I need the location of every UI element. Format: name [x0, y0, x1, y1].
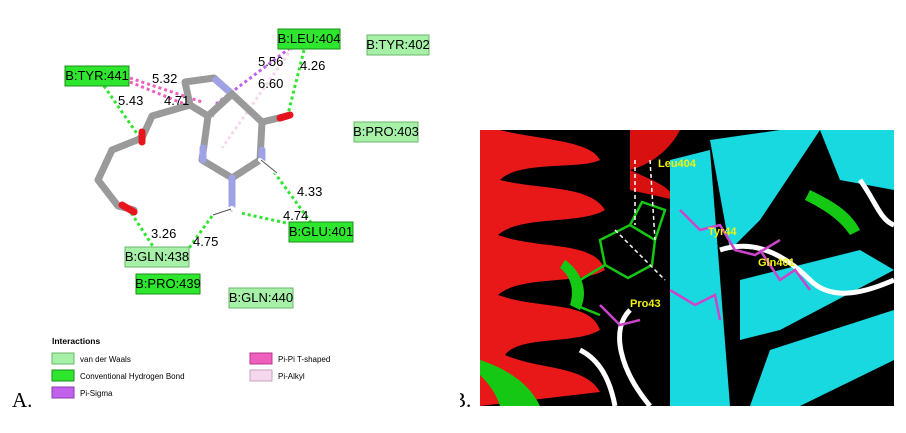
legend-label-vdw: van der Waals	[80, 355, 131, 364]
ligand-side-chain	[94, 101, 194, 214]
legend-title: Interactions	[52, 336, 100, 346]
hbond-leu404-o	[286, 49, 306, 115]
interaction-dashes-3d	[614, 159, 666, 281]
panel-a-diagram: B:LEU:404 B:TYR:402 B:TYR:441 B:PRO:403 …	[12, 28, 430, 412]
legend-item-pisigma: Pi-Sigma	[51, 386, 113, 399]
distance-474: 4.74	[283, 208, 308, 223]
panel-b-letter: B.	[460, 388, 471, 412]
residue-tyr441: B:TYR:441	[64, 65, 130, 87]
residue-tyr402: B:TYR:402	[366, 34, 430, 56]
distance-660: 6.60	[258, 76, 283, 91]
label-leu404: Leu404	[658, 158, 697, 170]
h-outline-2	[212, 208, 232, 216]
carbonyl-o	[276, 111, 294, 122]
legend-label-pipi: Pi-Pi T-shaped	[278, 355, 330, 364]
coil	[578, 178, 894, 406]
alpha-helix	[480, 130, 680, 406]
residue-gln440-label: B:GLN:440	[229, 290, 293, 305]
label-tyr: Tyr44	[708, 226, 737, 238]
hbond-glu401-nh	[272, 171, 314, 225]
residue-gln438: B:GLN:438	[124, 246, 190, 268]
legend-item-vdw: van der Waals	[51, 352, 131, 365]
distance-556: 5.56	[258, 54, 283, 69]
nh2-left	[212, 206, 234, 216]
distance-532: 5.32	[152, 71, 177, 86]
pialkyl-leu404	[220, 47, 294, 149]
residue-pro439: B:PRO:439	[135, 273, 201, 295]
pipi-tyr441-ring1	[129, 76, 203, 104]
distance-433: 4.33	[297, 184, 322, 199]
distance-426: 4.26	[300, 58, 325, 73]
ligand-sticks	[573, 200, 811, 327]
residue-leu404: B:LEU:404	[277, 28, 341, 50]
residue-tyr402-label: B:TYR:402	[366, 37, 430, 52]
imidazole-n	[212, 76, 235, 97]
residue-gln438-label: B:GLN:438	[125, 249, 189, 264]
residue-leu404-label: B:LEU:404	[278, 31, 341, 46]
residue-glu401-label: B:GLU:401	[289, 224, 353, 239]
residue-pro403-label: B:PRO:403	[353, 124, 419, 139]
distance-326: 3.26	[151, 226, 176, 241]
ligand-outline	[212, 159, 278, 216]
distance-543: 5.43	[118, 93, 143, 108]
residue-glu401: B:GLU:401	[288, 221, 354, 243]
ligand-structure	[94, 74, 294, 216]
legend-label-pisigma: Pi-Sigma	[80, 389, 113, 398]
legend-label-hbond: Conventional Hydrogen Bond	[80, 372, 185, 381]
legend-item-pipi: Pi-Pi T-shaped	[249, 352, 330, 365]
panel-a-letter: A.	[12, 388, 32, 412]
residue-pro439-label: B:PRO:439	[135, 276, 201, 291]
h-outline-1	[260, 159, 278, 174]
beta-sheet	[670, 130, 894, 406]
legend-item-hbond: Conventional Hydrogen Bond	[51, 369, 185, 382]
distance-471: 4.71	[164, 93, 189, 108]
legend-label-pialkyl: Pi-Alkyl	[278, 372, 305, 381]
panel-b-diagram: B.	[460, 130, 894, 412]
hbond-tyr441-o	[102, 85, 142, 139]
residue-tyr441-label: B:TYR:441	[65, 68, 129, 83]
terminal-oh	[118, 201, 138, 216]
label-gln401: Gln401	[758, 257, 795, 269]
pyrimidine-ring	[198, 90, 266, 182]
residue-pro403: B:PRO:403	[353, 121, 419, 143]
nh2-right	[230, 206, 242, 216]
label-pro: Pro43	[630, 298, 661, 310]
residue-gln440: B:GLN:440	[228, 287, 294, 309]
legend-item-pialkyl: Pi-Alkyl	[249, 369, 305, 382]
distance-475: 4.75	[193, 234, 218, 249]
legend: Interactions van der Waals Conventional …	[51, 336, 330, 399]
